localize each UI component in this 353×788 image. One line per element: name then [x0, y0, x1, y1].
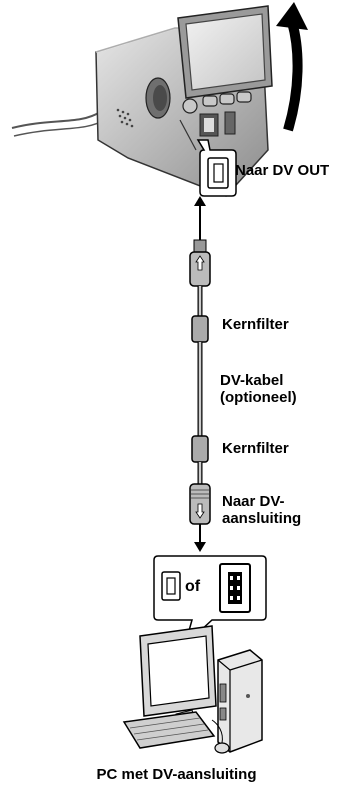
pc-illustration — [124, 626, 262, 753]
dv-cable-label-line2: (optioneel) — [220, 389, 297, 406]
core-filter-bottom-label: Kernfilter — [222, 440, 289, 457]
dv-cable-label-line1: DV-kabel — [220, 372, 297, 389]
core-filter-bottom — [192, 436, 208, 462]
core-filter-top — [192, 316, 208, 342]
dv-connector-label: Naar DV- aansluiting — [222, 493, 301, 527]
or-label: of — [185, 578, 200, 595]
dv-cable-label: DV-kabel (optioneel) — [220, 372, 297, 406]
dv-connector-label-line1: Naar DV- — [222, 493, 301, 510]
dv-cable — [190, 196, 210, 552]
open-lcd-arrow — [276, 2, 308, 130]
pc-caption: PC met DV-aansluiting — [0, 766, 353, 783]
dv-out-label: Naar DV OUT — [235, 162, 329, 179]
dv-connector-label-line2: aansluiting — [222, 510, 301, 527]
core-filter-top-label: Kernfilter — [222, 316, 289, 333]
